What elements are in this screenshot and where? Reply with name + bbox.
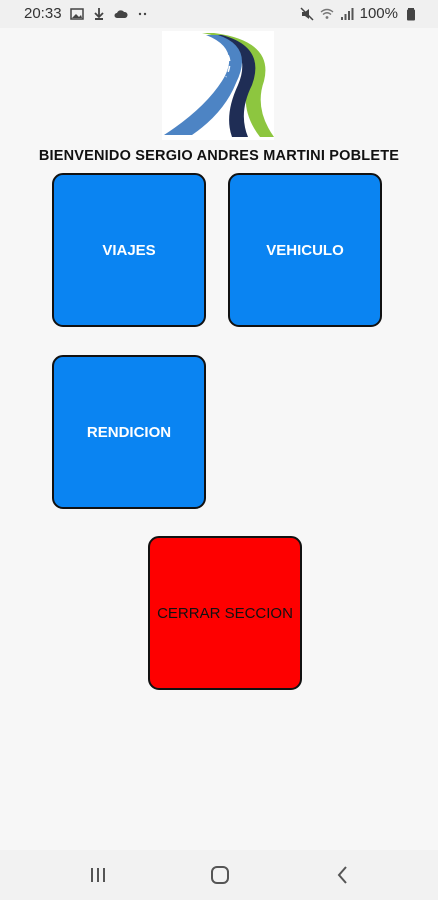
app-logo <box>162 31 274 140</box>
rendicion-button[interactable]: RENDICION <box>52 355 206 509</box>
cerrar-seccion-label: CERRAR SECCION <box>157 604 293 622</box>
rendicion-label: RENDICION <box>86 423 172 441</box>
cloud-icon <box>114 7 128 21</box>
status-right: 100% <box>300 5 418 22</box>
navigation-bar <box>0 850 438 900</box>
home-icon[interactable] <box>209 864 231 886</box>
recents-icon[interactable] <box>87 864 109 886</box>
gallery-icon <box>69 7 84 21</box>
status-time: 20:33 <box>24 5 62 22</box>
more-dots-icon <box>136 7 150 21</box>
viajes-label: VIAJES <box>102 241 156 259</box>
battery-percent: 100% <box>359 5 398 22</box>
viajes-button[interactable]: VIAJES <box>52 173 206 327</box>
status-left: 20:33 <box>24 5 150 22</box>
status-bar: 20:33 100% <box>0 0 438 28</box>
vehiculo-button[interactable]: VEHICULO <box>228 173 382 327</box>
signal-icon <box>340 7 354 21</box>
back-icon[interactable] <box>332 864 354 886</box>
wifi-icon <box>320 7 334 21</box>
mute-icon <box>300 6 314 21</box>
welcome-text: BIENVENIDO SERGIO ANDRES MARTINI POBLETE <box>38 148 400 164</box>
battery-icon <box>404 7 418 21</box>
download-icon <box>92 7 106 21</box>
vehiculo-label: VEHICULO <box>266 241 344 259</box>
cerrar-seccion-button[interactable]: CERRAR SECCION <box>148 536 302 690</box>
